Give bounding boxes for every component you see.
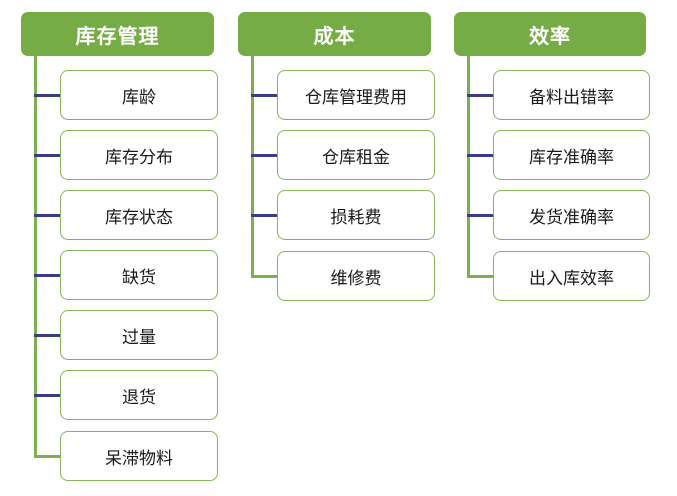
trunk-line-cost: [251, 56, 254, 278]
diagram-column-cost: 成本 仓库管理费用 仓库租金 损耗费 维修费: [217, 0, 442, 496]
connector-inventory-management-1: [34, 94, 62, 97]
connector-efficiency-4: [467, 275, 495, 278]
connector-inventory-management-4: [34, 274, 62, 277]
node-inventory-management-4[interactable]: 缺货: [60, 250, 218, 300]
node-efficiency-2[interactable]: 库存准确率: [493, 130, 650, 180]
node-efficiency-4[interactable]: 出入库效率: [493, 251, 650, 301]
node-inventory-management-6[interactable]: 退货: [60, 370, 218, 420]
connector-cost-4: [251, 275, 279, 278]
connector-efficiency-3: [467, 214, 495, 217]
node-inventory-management-2[interactable]: 库存分布: [60, 130, 218, 180]
connector-efficiency-1: [467, 94, 495, 97]
connector-cost-3: [251, 214, 279, 217]
column-header-cost[interactable]: 成本: [238, 12, 431, 56]
diagram-column-efficiency: 效率 备料出错率 库存准确率 发货准确率 出入库效率: [433, 0, 658, 496]
connector-inventory-management-3: [34, 214, 62, 217]
node-cost-2[interactable]: 仓库租金: [277, 130, 435, 180]
node-inventory-management-5[interactable]: 过量: [60, 310, 218, 360]
connector-inventory-management-5: [34, 334, 62, 337]
node-cost-3[interactable]: 损耗费: [277, 190, 435, 240]
connector-inventory-management-2: [34, 154, 62, 157]
connector-efficiency-2: [467, 154, 495, 157]
node-inventory-management-3[interactable]: 库存状态: [60, 190, 218, 240]
column-header-efficiency[interactable]: 效率: [454, 12, 646, 56]
node-cost-4[interactable]: 维修费: [277, 251, 435, 301]
node-inventory-management-7[interactable]: 呆滞物料: [60, 431, 218, 481]
node-efficiency-1[interactable]: 备料出错率: [493, 70, 650, 120]
trunk-line-efficiency: [467, 56, 470, 278]
column-header-inventory-management[interactable]: 库存管理: [21, 12, 214, 56]
trunk-line-inventory-management: [34, 56, 37, 458]
connector-inventory-management-6: [34, 394, 62, 397]
node-efficiency-3[interactable]: 发货准确率: [493, 190, 650, 240]
connector-cost-2: [251, 154, 279, 157]
node-cost-1[interactable]: 仓库管理费用: [277, 70, 435, 120]
connector-inventory-management-7: [34, 455, 62, 458]
diagram-column-inventory-management: 库存管理 库龄 库存分布 库存状态 缺货 过量 退货 呆滞物料: [0, 0, 225, 496]
node-inventory-management-1[interactable]: 库龄: [60, 70, 218, 120]
connector-cost-1: [251, 94, 279, 97]
